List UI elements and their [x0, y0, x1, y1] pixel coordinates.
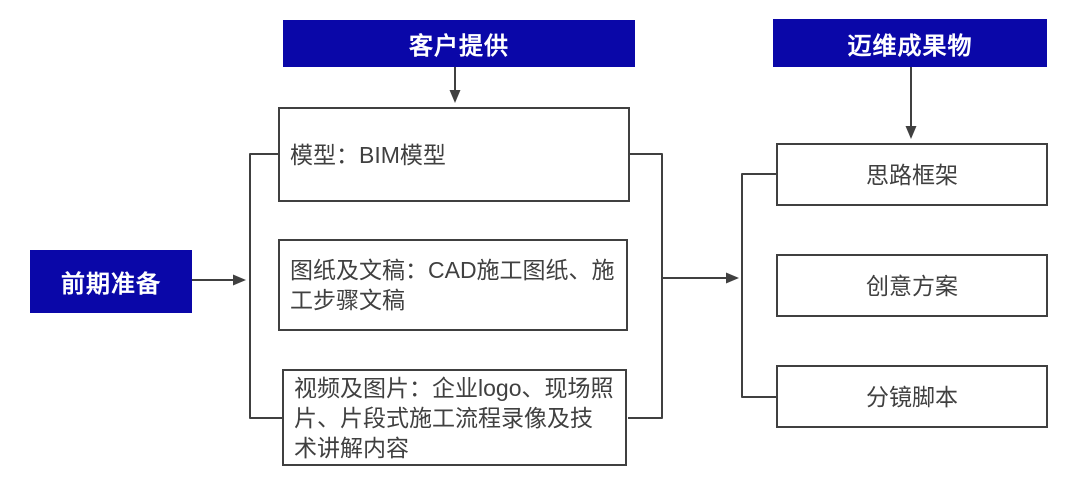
bracket-customer-right [628, 153, 663, 419]
customer-item-bim-model: 模型：BIM模型 [278, 107, 630, 202]
bracket-customer-left [249, 153, 282, 419]
bracket-deliverables-left [741, 173, 776, 398]
deliverable-item-storyboard: 分镜脚本 [776, 365, 1048, 428]
stage-box-preparation: 前期准备 [30, 250, 192, 313]
deliverables-column-header: 迈维成果物 [773, 19, 1047, 67]
deliverable-item-framework: 思路框架 [776, 143, 1048, 206]
deliverable-item-creative-plan: 创意方案 [776, 254, 1048, 317]
customer-item-drawings-documents: 图纸及文稿：CAD施工图纸、施工步骤文稿 [278, 239, 628, 331]
customer-column-header: 客户提供 [283, 20, 635, 67]
customer-item-videos-images: 视频及图片：企业logo、现场照片、片段式施工流程录像及技术讲解内容 [282, 369, 627, 466]
